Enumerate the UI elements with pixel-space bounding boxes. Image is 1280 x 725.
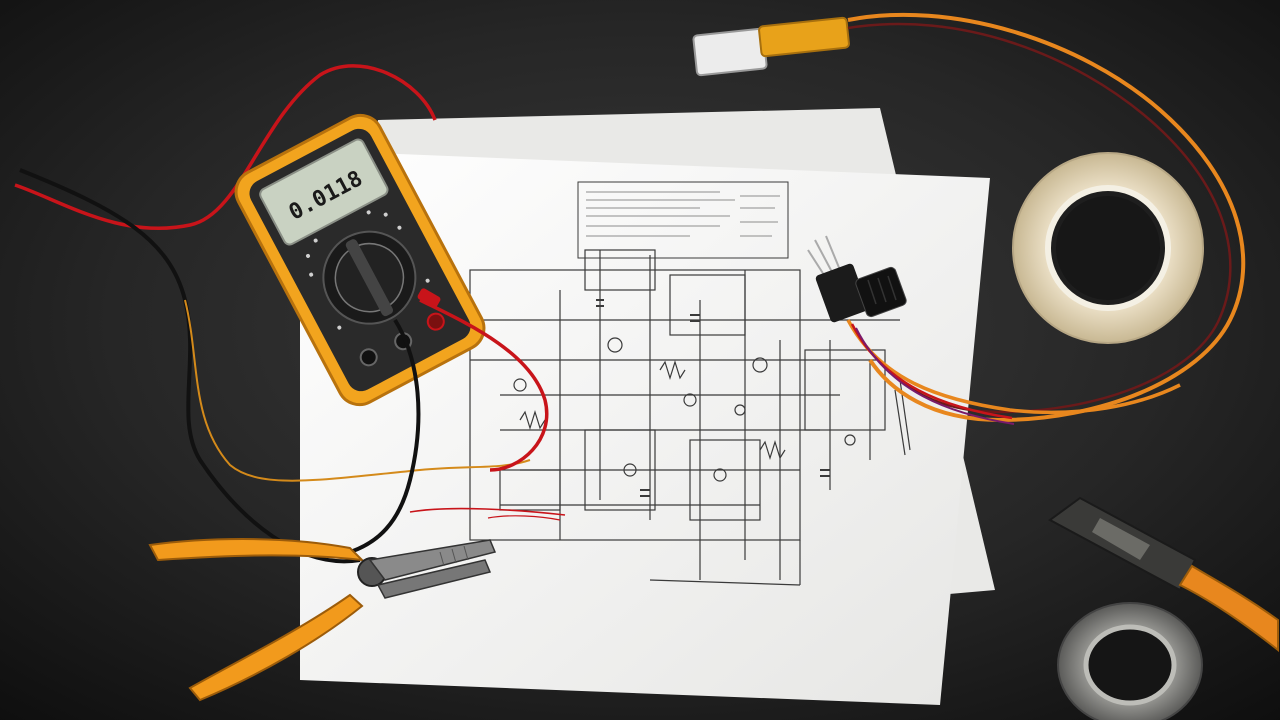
tape-roll-icon bbox=[1012, 152, 1204, 344]
connector-icon bbox=[807, 235, 907, 323]
tape-roll-icon bbox=[1057, 602, 1203, 725]
wire-cutter-icon bbox=[1048, 496, 1279, 653]
black-test-lead bbox=[19, 168, 361, 564]
connector-wire-purple bbox=[855, 327, 1015, 425]
multimeter-icon: 0.0118 bbox=[234, 113, 486, 407]
dark-wire-harness bbox=[847, 22, 1232, 414]
red-test-lead-probe bbox=[419, 298, 549, 472]
orange-wire-harness bbox=[847, 12, 1246, 423]
red-probe-plug bbox=[417, 288, 441, 308]
red-test-lead-top bbox=[14, 64, 437, 231]
schematic-icon bbox=[409, 181, 911, 586]
connector-wire-orange bbox=[846, 319, 1181, 415]
pliers-icon bbox=[148, 538, 497, 702]
rotary-dial-pointer bbox=[345, 239, 393, 317]
black-test-lead-probe bbox=[339, 318, 421, 557]
connector-icon bbox=[692, 16, 850, 77]
orange-wire-left bbox=[184, 299, 531, 482]
